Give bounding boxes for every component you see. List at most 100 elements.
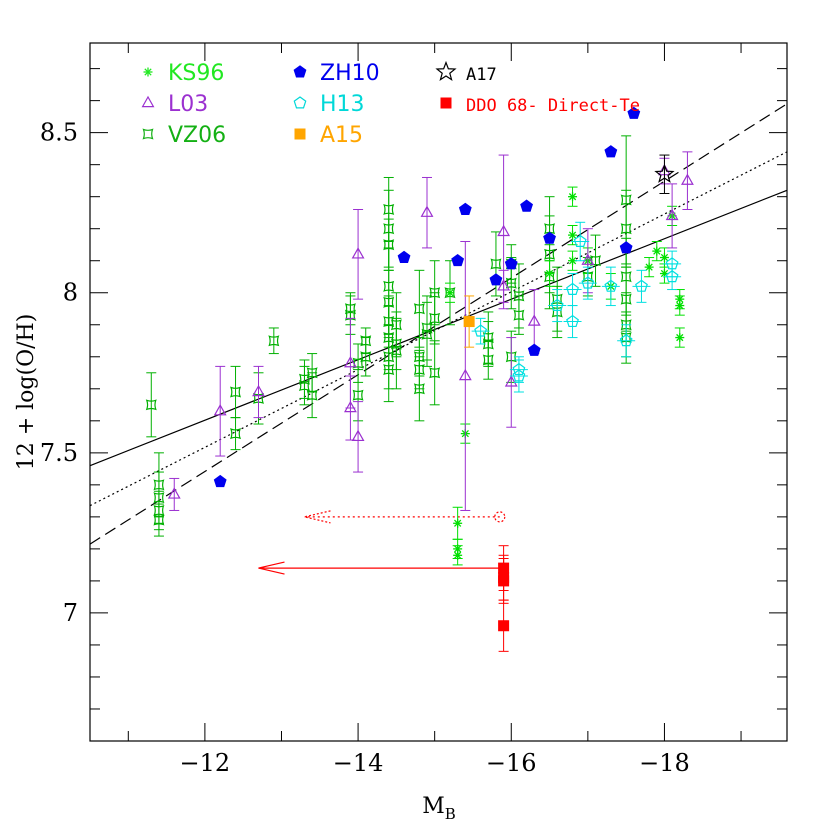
point-vz06 [421,328,433,340]
fit-line-dotted [89,151,788,507]
point-a17 [654,163,675,183]
point-vz06 [444,287,456,299]
point-zh10 [213,474,227,488]
legend-item-h13: H13 [293,92,365,117]
point-vz06 [620,271,632,283]
point-vz06 [298,373,310,385]
x-tick-label: −14 [333,749,384,777]
point-vz06 [505,351,517,363]
point-vz06 [306,389,318,401]
point-ks96 [568,230,578,240]
point-vz06 [383,332,395,344]
point-vz06 [383,239,395,251]
legend-marker-vz06 [142,128,154,140]
point-zh10 [619,241,633,254]
point-h13 [566,314,579,328]
point-vz06 [513,309,525,321]
legend-label-l03: L03 [168,92,208,117]
legend-item-l03: L03 [141,92,208,117]
point-l03 [527,314,541,326]
point-vz06 [344,309,356,321]
legend-label-zh10: ZH10 [320,61,380,86]
point-l03 [665,208,679,221]
point-h13 [566,282,579,295]
series-a15 [463,295,475,348]
point-vz06 [620,293,632,305]
point-h13 [512,369,526,382]
point-vz06 [390,338,402,350]
point-vz06 [620,194,632,206]
point-vz06 [429,287,441,299]
point-vz06 [413,303,425,315]
point-vz06 [383,296,395,308]
point-zh10 [527,343,541,356]
point-zh10 [504,257,518,270]
point-vz06 [620,319,632,331]
point-h13 [573,234,587,247]
point-vz06 [383,364,395,376]
arrow-dotted [304,510,506,524]
legend-marker-ddo68 [440,97,452,109]
legend-marker-h13 [293,96,307,109]
legend-item-ddo68: DDO 68- Direct-Te [440,96,640,116]
point-vz06 [490,258,502,270]
legend-marker-a17 [435,60,457,82]
fit-lines [89,103,788,545]
legend-label-ks96: KS96 [168,61,224,86]
y-tick-label: 7.5 [40,439,78,467]
point-vz06 [513,290,525,302]
point-l03 [458,368,472,381]
point-ks96 [652,246,662,256]
point-vz06 [383,280,395,292]
point-l03 [351,429,365,442]
point-vz06 [390,319,402,331]
point-vz06 [429,367,441,379]
point-l03 [343,355,357,368]
point-zh10 [489,273,503,286]
point-vz06 [153,514,165,526]
point-zh10 [451,253,465,267]
point-vz06 [544,223,556,235]
point-vz06 [413,351,425,363]
point-ks96 [453,518,463,528]
y-axis-title: 12 + log(O/H) [14,314,39,471]
plot-frame [89,42,788,742]
point-h13 [581,276,595,289]
point-vz06 [582,271,594,283]
series-h13 [471,221,682,393]
point-h13 [619,334,633,347]
legend-marker-zh10 [293,65,307,78]
point-l03 [497,279,511,291]
point-zh10 [543,231,556,244]
arrow-start-marker [494,511,506,523]
legend-marker-a15 [294,128,306,140]
point-l03 [167,487,181,499]
point-l03 [252,384,265,397]
arrow-solid [258,561,500,575]
y-tick-label: 8 [63,279,78,307]
x-axis-ticks: −12−14−16−18 [127,43,742,777]
point-h13 [550,298,564,312]
series-ddo68 [498,545,510,652]
point-vz06 [390,344,402,356]
y-tick-label: 7 [63,599,78,627]
point-vz06 [230,386,242,398]
point-vz06 [482,354,494,366]
y-tick-label: 8.5 [40,119,78,147]
point-l03 [504,375,518,387]
fit-line-solid [89,189,788,467]
series-l03 [167,151,694,511]
x-tick-label: −12 [180,749,231,777]
legend-item-ks96: KS96 [143,61,224,86]
point-h13 [665,269,679,283]
point-l03 [213,403,227,416]
point-zh10 [520,199,533,212]
legend-label-a17: A17 [466,65,497,85]
legend-item-vz06: VZ06 [142,123,226,148]
point-a15 [463,316,475,328]
point-ddo68 [498,620,510,632]
data-points [145,106,694,652]
series-ks96 [444,186,685,566]
point-ks96 [568,192,578,202]
y-axis-ticks: 7 7.5 8 8.5 [40,68,787,710]
